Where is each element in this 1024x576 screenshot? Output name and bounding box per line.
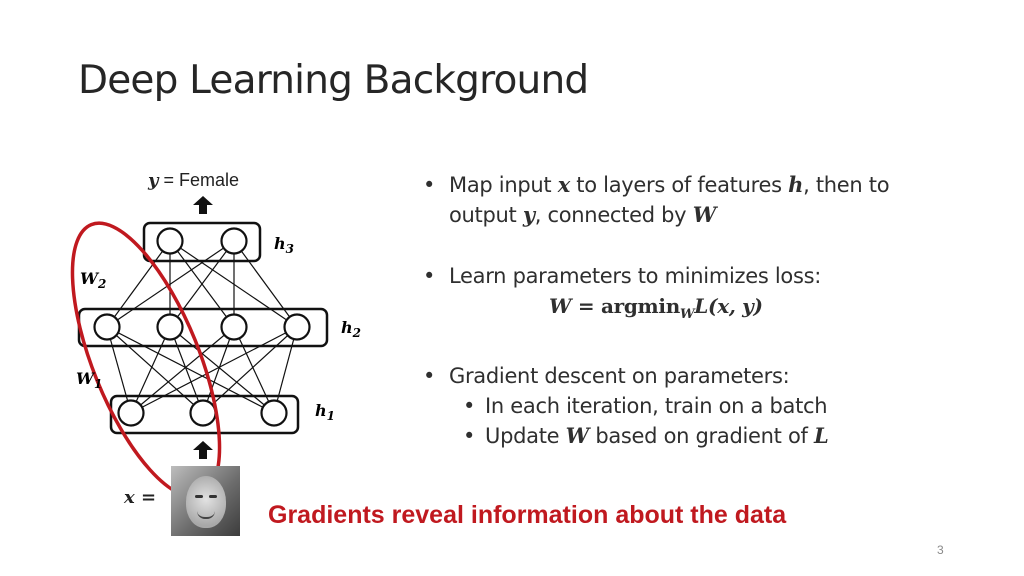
node-h1-2 [189,399,217,427]
page-number: 3 [937,543,944,557]
node-h1-3 [260,399,288,427]
face-photo [171,466,240,536]
label-w1: W1 [76,369,102,391]
node-h2-1 [93,313,121,341]
connections-h2-h3 [106,240,298,328]
node-h3-2 [220,227,248,255]
node-h2-2 [156,313,184,341]
label-h3: h3 [274,234,294,256]
node-h2-4 [283,313,311,341]
arrow-up-input-icon [193,441,213,459]
subbullet-update: • Update W based on gradient of L [463,423,829,448]
output-label: y = Female [148,170,240,191]
label-h1: h1 [315,401,335,423]
label-h2: h2 [341,318,361,340]
node-h3-1 [156,227,184,255]
arrow-up-output-icon [193,196,213,214]
connections-h1-h2 [106,326,298,414]
bullet-map-input: • Map input x to layers of features h, t… [423,172,890,227]
layer-h3-box [142,221,262,263]
node-h2-3 [220,313,248,341]
node-h1-1 [117,399,145,427]
label-w2: W2 [80,269,106,291]
neural-network-diagram: h3 h2 h1 W2 W1 [70,196,361,499]
bullet-list: • Map input x to layers of features h, t… [423,170,963,451]
bullet-gradient-descent: • Gradient descent on parameters: [423,364,790,388]
slide-title: Deep Learning Background [78,58,589,103]
subbullet-iteration: • In each iteration, train on a batch [463,394,828,418]
highlight-statement: Gradients reveal information about the d… [268,501,787,529]
argmin-equation: W = argminWL(x, y) [549,294,763,322]
bullet-learn-parameters: • Learn parameters to minimizes loss: [423,264,822,288]
input-label: x = [124,487,157,508]
